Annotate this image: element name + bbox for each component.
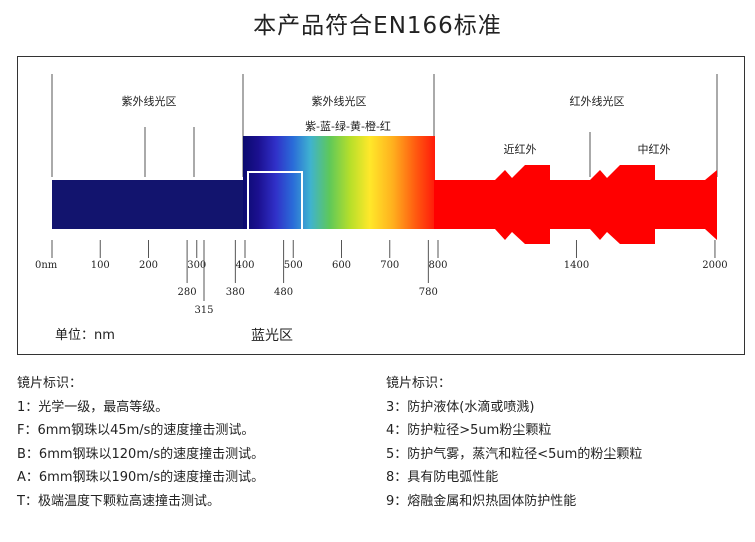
tick-label: 200	[139, 260, 158, 271]
upper-tick-marks: 0nm 100 200 300 400 500 600 700 800 1400 2000	[35, 240, 728, 271]
legend-right-item: 5：防护气雾，蒸汽和粒径<5um的粉尘颗粒	[386, 446, 643, 462]
legend-right-heading: 镜片标识：	[386, 376, 452, 391]
tick-label: 2000	[702, 260, 727, 271]
legend-left-item: A：6mm钢珠以190m/s的速度撞击测试。	[17, 470, 265, 485]
tick-label: 800	[428, 260, 447, 271]
legend-right-item: 8：具有防电弧性能	[386, 470, 499, 485]
tick-label: 0nm	[35, 260, 58, 271]
tick-label: 380	[226, 287, 245, 298]
mid-ir-label: 中红外	[638, 143, 671, 156]
legend-right-item: 3：防护液体(水滴或喷溅)	[386, 399, 535, 415]
visible-spectrum-band	[243, 136, 435, 229]
tick-label: 315	[194, 305, 213, 316]
tick-label: 1400	[564, 260, 589, 271]
spectrum-diagram: 紫外线光区 紫外线光区 红外线光区 紫-蓝-绿-黄-橙-红 近红外 中红外 0n…	[35, 74, 728, 344]
legend-left: 镜片标识： 1：光学一级，最高等级。 F：6mm钢珠以45m/s的速度撞击测试。…	[17, 372, 264, 513]
legend-left-item: F：6mm钢珠以45m/s的速度撞击测试。	[17, 423, 255, 438]
region-label-uv: 紫外线光区	[122, 94, 177, 108]
blue-light-zone-label: 蓝光区	[251, 328, 293, 344]
tick-label: 300	[187, 260, 206, 271]
spectrum-diagram-frame	[17, 56, 745, 355]
blue-light-highlight-box	[247, 171, 303, 232]
region-label-ir: 红外线光区	[570, 94, 625, 108]
legend-left-heading: 镜片标识：	[17, 376, 83, 391]
tick-label: 780	[419, 287, 438, 298]
tick-label: 600	[332, 260, 351, 271]
tick-label: 700	[380, 260, 399, 271]
legend-left-item: B：6mm钢珠以120m/s的速度撞击测试。	[17, 446, 265, 462]
lower-tick-marks: 280 315 380 480 780	[178, 240, 438, 316]
infrared-band	[434, 165, 717, 244]
region-label-visible: 紫外线光区	[312, 94, 367, 108]
uv-band	[52, 180, 245, 229]
tick-label: 100	[91, 260, 110, 271]
legend-right: 镜片标识： 3：防护液体(水滴或喷溅) 4：防护粒径>5um粉尘颗粒 5：防护气…	[386, 372, 642, 513]
legend-right-item: 9：熔融金属和炽热固体防护性能	[386, 493, 577, 509]
page-title: 本产品符合EN166标准	[253, 13, 502, 39]
legend-left-item: 1：光学一级，最高等级。	[17, 399, 169, 415]
visible-colors-label: 紫-蓝-绿-黄-橙-红	[305, 119, 391, 133]
legend-right-item: 4：防护粒径>5um粉尘颗粒	[386, 423, 552, 438]
legend-left-item: T：极端温度下颗粒高速撞击测试。	[17, 493, 220, 509]
tick-label: 480	[274, 287, 293, 298]
tick-label: 400	[235, 260, 254, 271]
unit-label: 单位：nm	[55, 328, 115, 343]
tick-label: 500	[284, 260, 303, 271]
near-ir-label: 近红外	[504, 143, 537, 156]
tick-label: 280	[178, 287, 197, 298]
